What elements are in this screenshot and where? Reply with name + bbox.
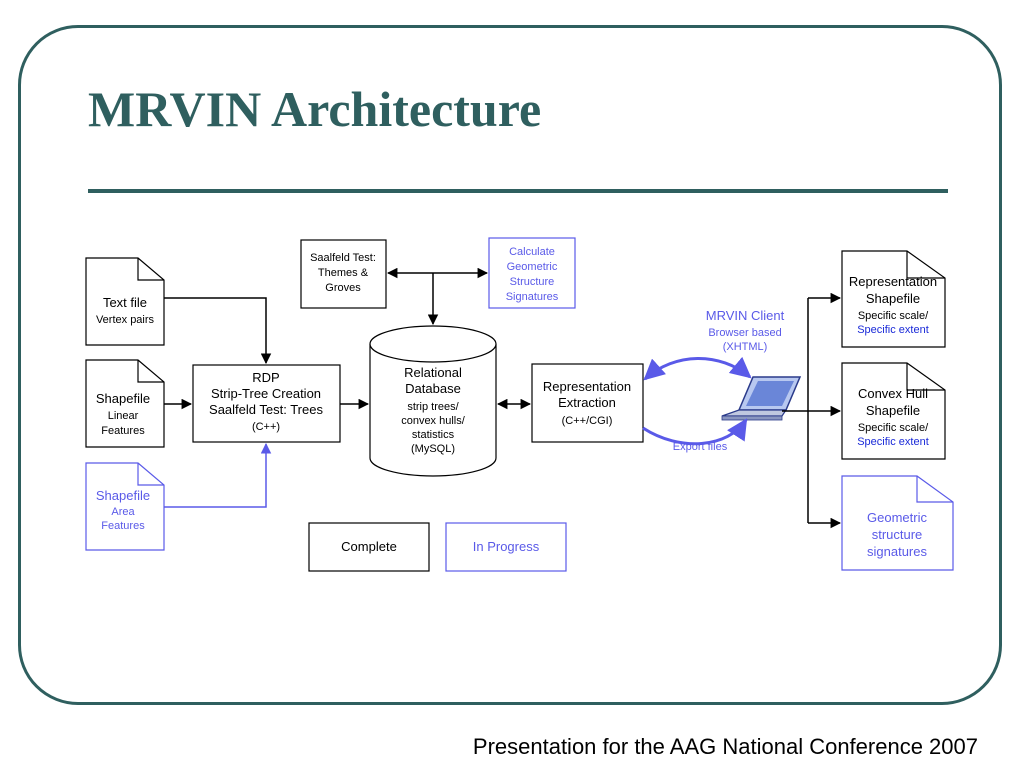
calculate-signatures-line: Geometric [507,261,558,273]
representation-extraction-node: Representation Extraction (C++/CGI) [531,363,644,443]
calculate-signatures-line: Structure [510,276,555,288]
title-rule [88,189,948,193]
database-detail: statistics [412,429,455,441]
representation-extraction-line: Representation [543,379,631,394]
mrvin-client-title: MRVIN Client [706,308,785,323]
database-detail: (MySQL) [411,443,455,455]
database-line: Database [405,381,461,396]
shapefile-linear-node: Shapefile Linear Features [85,359,165,448]
footer: Presentation for the AAG National Confer… [472,734,978,759]
geometric-signatures-line: Geometric [867,510,927,525]
legend-in-progress-label: In Progress [473,539,540,554]
representation-extraction-line: Extraction [558,395,616,410]
rdp-tech: (C++) [252,421,280,433]
convex-hull-shapefile-scale: Specific scale/ [858,422,929,434]
shapefile-linear-subtitle: Linear [108,410,139,422]
convex-hull-shapefile-line: Convex Hull [858,386,928,401]
convex-hull-shapefile-node: Convex Hull Shapefile Specific scale/ Sp… [841,362,946,460]
calculate-signatures-line: Signatures [506,291,559,303]
saalfeld-themes-line: Groves [325,282,361,294]
database-line: Relational [404,365,462,380]
mrvin-client-label: MRVIN Client Browser based (XHTML) [706,308,785,353]
text-file-node: Text file Vertex pairs [85,257,165,346]
representation-shapefile-node: Representation Shapefile Specific scale/… [841,250,946,348]
saalfeld-themes-line: Saalfeld Test: [310,252,376,264]
shapefile-area-subtitle: Area [111,506,135,518]
representation-shapefile-scale: Specific scale/ [858,310,929,322]
shapefile-area-subtitle: Features [101,520,145,532]
database-detail: strip trees/ [407,401,459,413]
mrvin-client-subtitle: Browser based [708,327,781,339]
arrow-area-to-rdp [164,442,272,508]
shapefile-linear-subtitle: Features [101,425,145,437]
legend-complete: Complete [308,522,430,572]
arrow-export-files [642,418,748,446]
legend-complete-label: Complete [341,539,397,554]
geometric-signatures-node: Geometric structure signatures [841,475,954,571]
database-node: Relational Database strip trees/ convex … [369,325,497,477]
text-file-title: Text file [103,295,147,310]
representation-shapefile-extent: Specific extent [857,324,929,336]
arrow-extraction-client [643,356,752,381]
representation-shapefile-line: Shapefile [866,291,920,306]
rdp-line: Strip-Tree Creation [211,386,321,401]
rdp-node: RDP Strip-Tree Creation Saalfeld Test: T… [192,364,341,443]
connectors [164,267,842,529]
database-detail: convex hulls/ [401,415,466,427]
saalfeld-themes-line: Themes & [318,267,369,279]
convex-hull-shapefile-extent: Specific extent [857,436,929,448]
text-file-subtitle: Vertex pairs [96,314,155,326]
slide-frame [18,25,1002,705]
rdp-line: RDP [252,370,279,385]
shapefile-linear-title: Shapefile [96,391,150,406]
shapefile-area-node: Shapefile Area Features [85,462,165,551]
representation-extraction-tech: (C++/CGI) [562,415,613,427]
trunk-client-outputs [782,298,809,523]
shapefile-area-title: Shapefile [96,488,150,503]
calculate-signatures-line: Calculate [509,246,555,258]
calculate-signatures-node: Calculate Geometric Structure Signatures [488,237,576,309]
geometric-signatures-line: signatures [867,544,927,559]
laptop-icon [721,376,802,421]
slide-title: MRVIN Architecture [88,81,542,137]
arrow-text-file-to-rdp [164,297,272,365]
rdp-line: Saalfeld Test: Trees [209,402,323,417]
legend-in-progress: In Progress [445,522,567,572]
mrvin-client-subtitle: (XHTML) [723,341,768,353]
geometric-signatures-line: structure [872,527,923,542]
convex-hull-shapefile-line: Shapefile [866,403,920,418]
representation-shapefile-line: Representation [849,274,937,289]
saalfeld-themes-node: Saalfeld Test: Themes & Groves [300,239,387,309]
